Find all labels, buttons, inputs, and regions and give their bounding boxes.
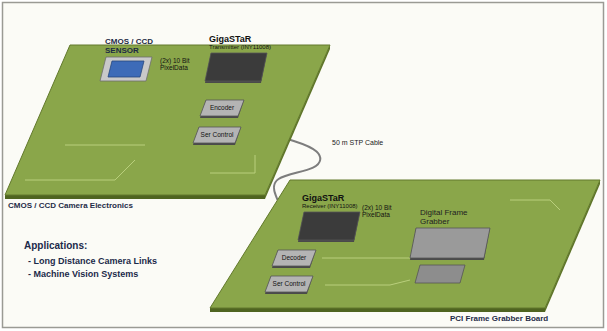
text-block: CMOS / CCD Camera Electronics — [8, 201, 208, 210]
frame-border — [3, 3, 604, 328]
board-edge — [5, 195, 265, 199]
image-sensor: CMOS / CCD SENSOR — [100, 57, 152, 81]
control-chip: Ser Control — [193, 127, 241, 143]
chip-shadow — [272, 250, 316, 268]
encoder-chip: Encoder — [200, 100, 244, 116]
chip — [410, 228, 490, 258]
chip-shadow — [200, 100, 244, 118]
part-heading: PCI Frame Grabber Board — [450, 314, 600, 323]
text-block: CMOS / CCD SENSOR — [105, 37, 165, 55]
board-edge — [210, 308, 545, 312]
cable-label: 50 m STP Cable — [330, 139, 385, 147]
part-heading: Receiver (INY11008) — [302, 203, 377, 210]
chip-label: Ser Control — [273, 280, 306, 287]
frame-grabber-chip: Digital Frame Grabber — [410, 228, 490, 258]
circuit-board — [210, 180, 600, 308]
chip — [415, 265, 465, 283]
part-heading: CMOS / CCD SENSOR — [105, 37, 165, 55]
chip-shadow — [193, 127, 241, 145]
part-heading: CMOS / CCD Camera Electronics — [8, 201, 208, 210]
chip-label: Encoder — [210, 104, 234, 111]
receiver-chip: GigaSTaRReceiver (INY11008) — [298, 212, 360, 240]
text-block: Ser Control — [265, 276, 313, 292]
board-trace — [322, 258, 410, 259]
control-chip: Ser Control — [265, 276, 313, 292]
chip — [265, 276, 313, 292]
part-heading: GigaSTaR — [302, 193, 377, 203]
grabber-board: PCI Frame Grabber BoardGigaSTaRReceiver … — [210, 180, 600, 308]
chip-shadow — [410, 228, 490, 260]
chip — [193, 127, 241, 143]
board-trace — [325, 280, 410, 285]
circuit-board — [5, 45, 330, 195]
sensor-die — [108, 61, 144, 77]
text-block: Encoder — [200, 100, 244, 116]
board-trace — [25, 160, 135, 180]
chip-shadow — [298, 212, 360, 242]
decoder-chip: Decoder — [272, 250, 316, 266]
sensor-package — [100, 57, 152, 81]
camera-board-outline — [5, 45, 330, 195]
image-sensor-outline — [100, 57, 152, 81]
part-heading: Digital Frame Grabber — [420, 208, 482, 226]
camera-board: CMOS / CCD Camera ElectronicsCMOS / CCD … — [5, 45, 330, 195]
text-block: Ser Control — [193, 127, 241, 143]
frame-grabber-chip-outline — [410, 228, 490, 258]
transmitter-chip-outline — [205, 53, 267, 81]
text-block: Decoder — [272, 250, 316, 266]
part-heading: GigaSTaR — [209, 34, 281, 44]
chip — [200, 100, 244, 116]
application-item: - Long Distance Camera Links — [28, 256, 208, 266]
board-trace — [510, 200, 560, 210]
chip — [272, 250, 316, 266]
chip — [298, 212, 360, 240]
text-block: GigaSTaRReceiver (INY11008) — [302, 193, 377, 210]
text-block: Digital Frame Grabber — [420, 208, 482, 226]
chip-label: Ser Control — [201, 131, 234, 138]
chip-label: Decoder — [282, 254, 307, 261]
receiver-chip-outline — [298, 212, 360, 240]
text-block: PCI Frame Grabber Board — [450, 314, 600, 323]
applications-heading: Applications: — [24, 240, 184, 252]
text-block: GigaSTaRTransmitter (INY11008) — [209, 34, 281, 51]
chip — [205, 53, 267, 81]
transmitter-chip: GigaSTaRTransmitter (INY11008) — [205, 53, 267, 81]
part-heading: Transmitter (INY11008) — [209, 44, 281, 51]
chip-shadow — [205, 53, 267, 83]
board-trace — [65, 145, 145, 146]
application-item: - Machine Vision Systems — [28, 269, 208, 279]
chip-shadow — [265, 276, 313, 294]
board-trace — [210, 155, 255, 173]
